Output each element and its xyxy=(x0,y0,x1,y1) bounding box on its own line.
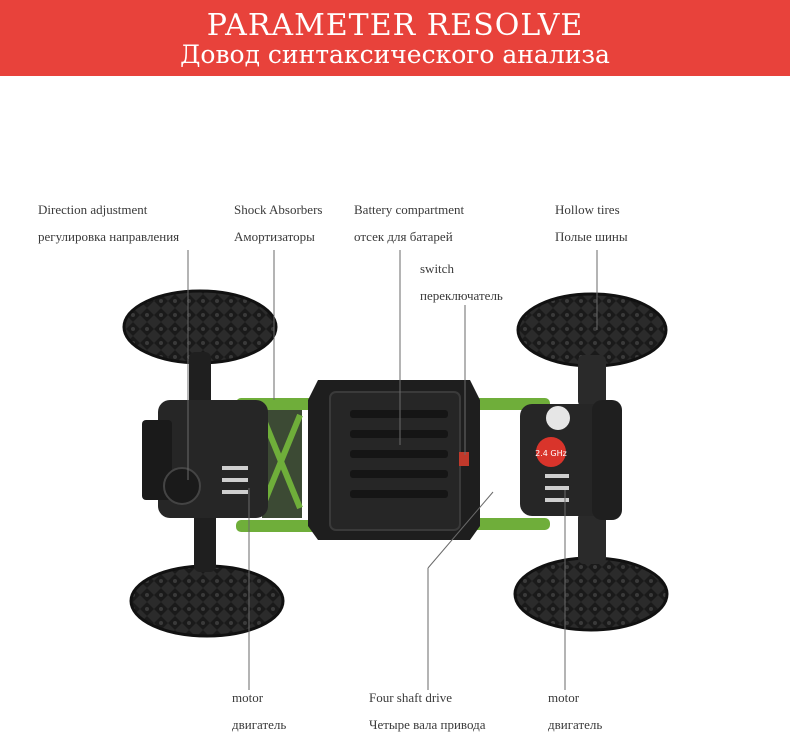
shock-absorbers xyxy=(236,398,550,532)
label-switch-ru: переключатель xyxy=(420,288,503,303)
rear-left-post xyxy=(194,512,216,572)
tire-rear-left xyxy=(129,564,285,638)
badge-text: 2.4 GHz xyxy=(535,449,567,458)
label-shock-en: Shock Absorbers xyxy=(234,202,323,217)
banner-title: PARAMETER RESOLVE xyxy=(206,8,584,43)
label-switch-en: switch xyxy=(420,261,454,276)
tire-rear-right xyxy=(513,556,669,632)
label-motor-right-ru: двигатель xyxy=(548,717,603,732)
label-direction-en: Direction adjustment xyxy=(38,202,148,217)
front-right-post xyxy=(578,355,606,407)
label-battery-ru: отсек для батарей xyxy=(354,229,453,244)
label-battery-en: Battery compartment xyxy=(354,202,465,217)
rear-gearbox: 2.4 GHz xyxy=(520,400,622,520)
label-motor-left-en: motor xyxy=(232,690,264,705)
front-gearbox xyxy=(142,400,268,518)
banner-subtitle: Довод синтаксического анализа xyxy=(180,40,610,69)
front-left-post xyxy=(189,352,211,412)
label-shock-ru: Амортизаторы xyxy=(234,229,315,244)
label-tires-ru: Полые шины xyxy=(555,229,628,244)
label-direction-ru: регулировка направления xyxy=(38,229,180,244)
badge-24ghz xyxy=(536,437,566,467)
label-motor-right-en: motor xyxy=(548,690,580,705)
rear-right-post xyxy=(578,512,606,564)
header-banner: PARAMETER RESOLVE Довод синтаксического … xyxy=(0,0,790,76)
callout-lines xyxy=(187,250,598,690)
power-switch xyxy=(459,452,469,466)
label-drive-en: Four shaft drive xyxy=(369,690,453,705)
label-motor-left-ru: двигатель xyxy=(232,717,287,732)
label-tires-en: Hollow tires xyxy=(555,202,620,217)
label-drive-ru: Четыре вала привода xyxy=(369,717,486,732)
chassis-body xyxy=(308,380,480,540)
